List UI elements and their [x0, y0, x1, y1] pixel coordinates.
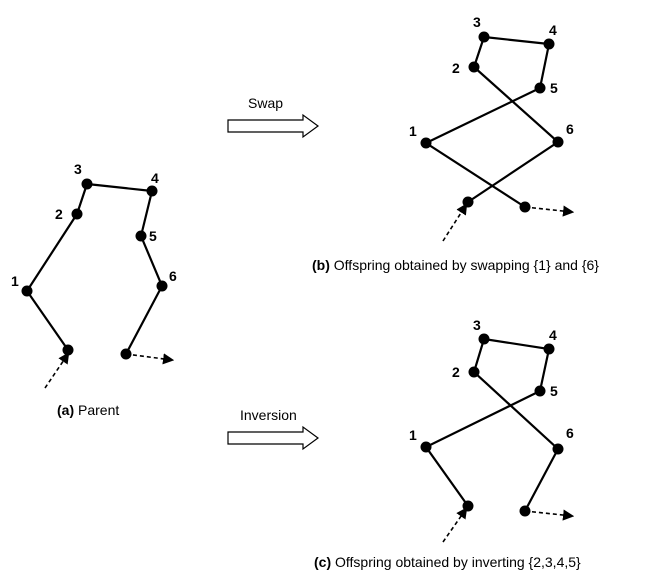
node-label-2: 2 [452, 364, 460, 380]
entry-arrow [442, 507, 468, 543]
node-label-3: 3 [74, 161, 82, 177]
exit-arrow [125, 353, 175, 365]
swap-offspring-diagram: 1 2 3 4 5 6 (b) Offspring obtained by sw… [312, 14, 599, 273]
caption-a: (a) Parent [57, 402, 119, 418]
node-2 [468, 366, 480, 378]
node-1 [420, 137, 432, 149]
entry-arrow [442, 203, 468, 242]
node-label-3: 3 [473, 14, 481, 30]
node-6 [552, 136, 564, 148]
node-5 [534, 82, 546, 94]
node-label-2: 2 [55, 206, 63, 222]
end-node [519, 201, 531, 213]
node-label-6: 6 [566, 425, 574, 441]
node-label-4: 4 [151, 170, 159, 186]
node-5 [135, 230, 147, 242]
node-3 [478, 31, 490, 43]
node-label-1: 1 [11, 273, 19, 289]
inversion-label: Inversion [240, 407, 297, 423]
end-node [519, 505, 531, 517]
inversion-arrow-icon [227, 425, 320, 451]
node-label-3: 3 [473, 317, 481, 333]
node-3 [478, 333, 490, 345]
node-label-4: 4 [549, 327, 557, 343]
node-4 [146, 185, 158, 197]
node-label-2: 2 [452, 60, 460, 76]
node-label-1: 1 [409, 427, 417, 443]
node-label-6: 6 [566, 121, 574, 137]
node-1 [21, 285, 33, 297]
swap-operator: Swap [227, 95, 320, 139]
inversion-path [424, 337, 560, 512]
start-node [462, 196, 474, 208]
start-node [462, 500, 474, 512]
node-label-5: 5 [550, 383, 558, 399]
parent-diagram: 1 2 3 4 5 6 (a) Parent [11, 161, 177, 418]
swap-path [423, 35, 560, 208]
caption-b: (b) Offspring obtained by swapping {1} a… [312, 257, 599, 273]
start-node [62, 344, 74, 356]
caption-c: (c) Offspring obtained by inverting {2,3… [314, 554, 581, 570]
node-1 [420, 441, 432, 453]
end-node [120, 348, 132, 360]
node-2 [468, 61, 480, 73]
node-5 [534, 385, 546, 397]
node-label-5: 5 [149, 228, 157, 244]
entry-arrow [44, 352, 70, 389]
node-label-4: 4 [549, 22, 557, 38]
exit-arrow [524, 509, 575, 521]
parent-path [25, 182, 164, 355]
node-label-6: 6 [169, 268, 177, 284]
node-4 [543, 38, 555, 50]
node-label-5: 5 [550, 80, 558, 96]
swap-arrow-icon [227, 113, 320, 139]
node-3 [81, 178, 93, 190]
exit-arrow [524, 205, 575, 217]
swap-label: Swap [248, 95, 283, 111]
node-6 [156, 280, 168, 292]
node-4 [543, 343, 555, 355]
node-label-1: 1 [409, 123, 417, 139]
inversion-offspring-diagram: 1 2 3 4 5 6 (c) Offspring obtained by in… [314, 317, 581, 570]
node-6 [552, 443, 564, 455]
inversion-operator: Inversion [227, 407, 320, 451]
node-2 [71, 208, 83, 220]
